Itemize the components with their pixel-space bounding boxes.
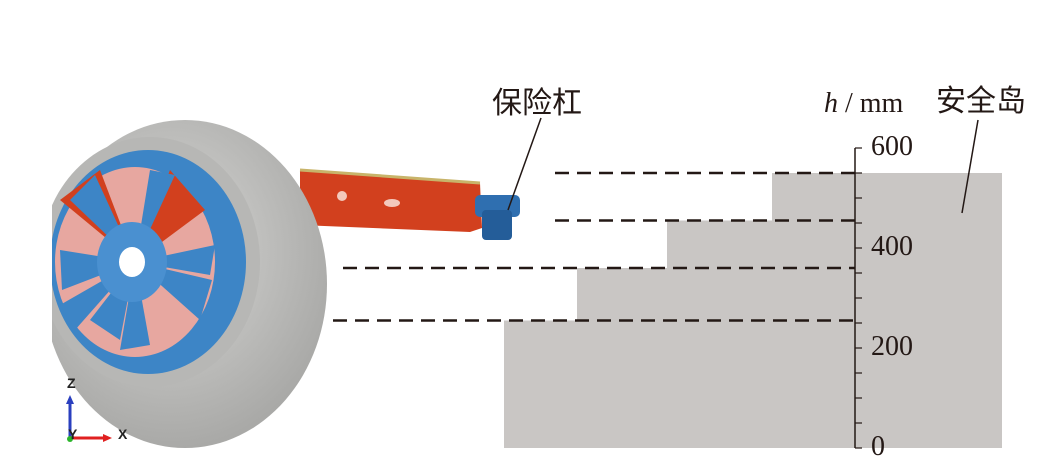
bumper-label: 保险杠 xyxy=(492,87,582,120)
y-origin-dot xyxy=(67,436,73,442)
island-step xyxy=(504,320,1002,448)
axis-unit: / mm xyxy=(838,88,904,119)
bumper xyxy=(475,195,520,240)
beam-edge xyxy=(299,168,481,185)
tick-label: 0 xyxy=(871,431,885,462)
tick-label: 600 xyxy=(871,131,913,162)
wheel xyxy=(52,120,327,448)
axis-variable: h xyxy=(824,88,838,119)
tick-label: 400 xyxy=(871,231,913,262)
z-axis-label: Z xyxy=(67,375,76,391)
x-axis-label: X xyxy=(118,426,128,442)
safety-island-label: 安全岛 xyxy=(936,85,1026,118)
coordinate-axes-indicator xyxy=(66,395,112,442)
hub-center xyxy=(119,247,145,277)
y-axis-label: Y xyxy=(68,426,78,442)
safety-island xyxy=(504,173,1002,448)
x-arrow-icon xyxy=(103,434,112,442)
beam-hole xyxy=(384,199,400,207)
island-leader-line xyxy=(961,119,979,214)
tick-label: 200 xyxy=(871,331,913,362)
height-dashed-lines xyxy=(333,171,855,322)
z-arrow-icon xyxy=(66,395,74,404)
beam-hole xyxy=(337,191,347,201)
height-axis xyxy=(854,147,862,449)
bumper-leader-line xyxy=(507,117,542,211)
axis-title: h / mm xyxy=(824,88,903,120)
